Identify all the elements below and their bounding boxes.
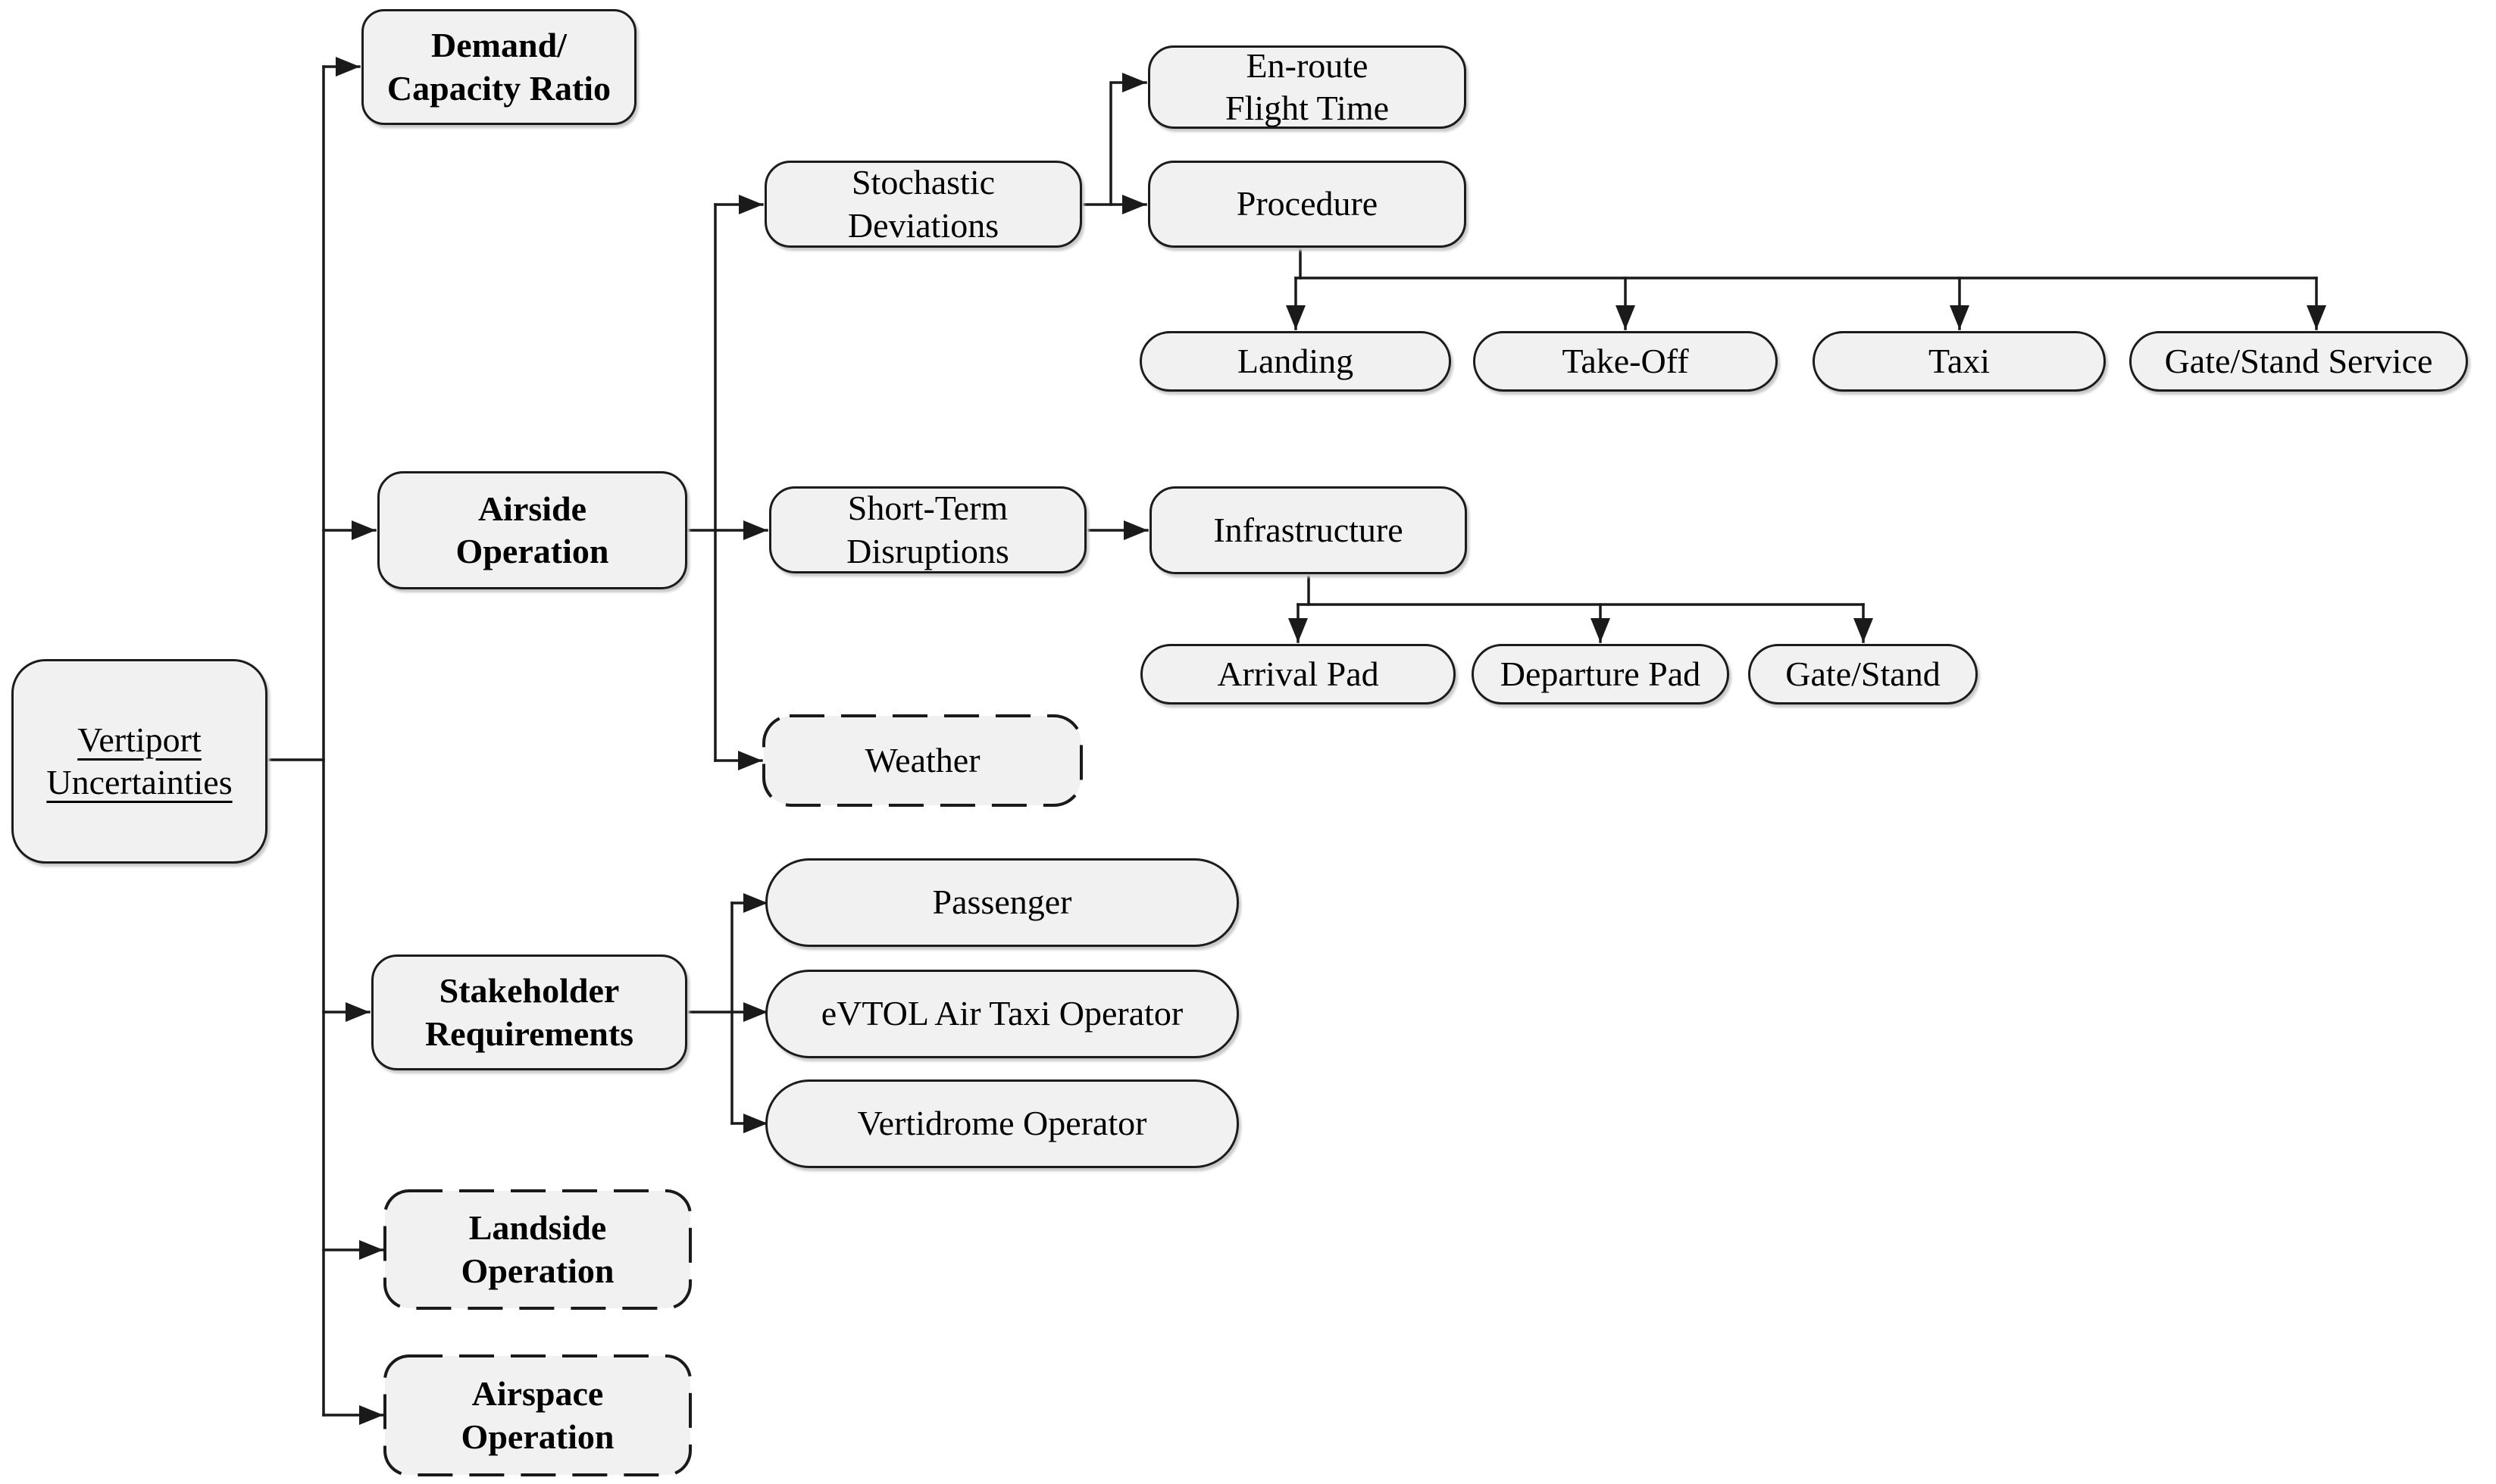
node-stakeholder-requirements: Stakeholder Requirements xyxy=(371,954,687,1070)
node-vertiport-uncertainties: Vertiport Uncertainties xyxy=(11,659,267,864)
node-taxi: Taxi xyxy=(1813,331,2106,392)
node-departure-pad: Departure Pad xyxy=(1472,644,1729,705)
node-gate-stand-service: Gate/Stand Service xyxy=(2129,331,2468,392)
node-arrival-pad: Arrival Pad xyxy=(1140,644,1456,705)
node-gate-stand: Gate/Stand xyxy=(1748,644,1978,705)
node-short-term-disruptions: Short-Term Disruptions xyxy=(769,486,1087,573)
node-enroute-flight-time: En-route Flight Time xyxy=(1148,45,1466,129)
node-demand-capacity-ratio: Demand/ Capacity Ratio xyxy=(361,9,637,125)
connector-to-enroute xyxy=(1109,73,1147,206)
node-weather: Weather xyxy=(865,740,981,779)
node-landside-operation: Landside Operation xyxy=(461,1208,615,1290)
node-passenger: Passenger xyxy=(765,858,1239,947)
node-airside-operation: Airside Operation xyxy=(377,471,687,589)
node-landing: Landing xyxy=(1140,331,1451,392)
node-stochastic-deviations: Stochastic Deviations xyxy=(765,161,1082,248)
node-vertidrome-operator: Vertidrome Operator xyxy=(765,1079,1239,1168)
node-take-off: Take-Off xyxy=(1473,331,1778,392)
node-airspace-operation: Airspace Operation xyxy=(461,1374,615,1456)
node-evtol-air-taxi-operator: eVTOL Air Taxi Operator xyxy=(765,970,1239,1058)
node-infrastructure: Infrastructure xyxy=(1149,486,1467,574)
weather-box-outline xyxy=(762,714,1083,807)
airspace-box-outline xyxy=(383,1354,692,1476)
landside-box-outline xyxy=(383,1189,692,1310)
node-procedure: Procedure xyxy=(1148,161,1466,248)
